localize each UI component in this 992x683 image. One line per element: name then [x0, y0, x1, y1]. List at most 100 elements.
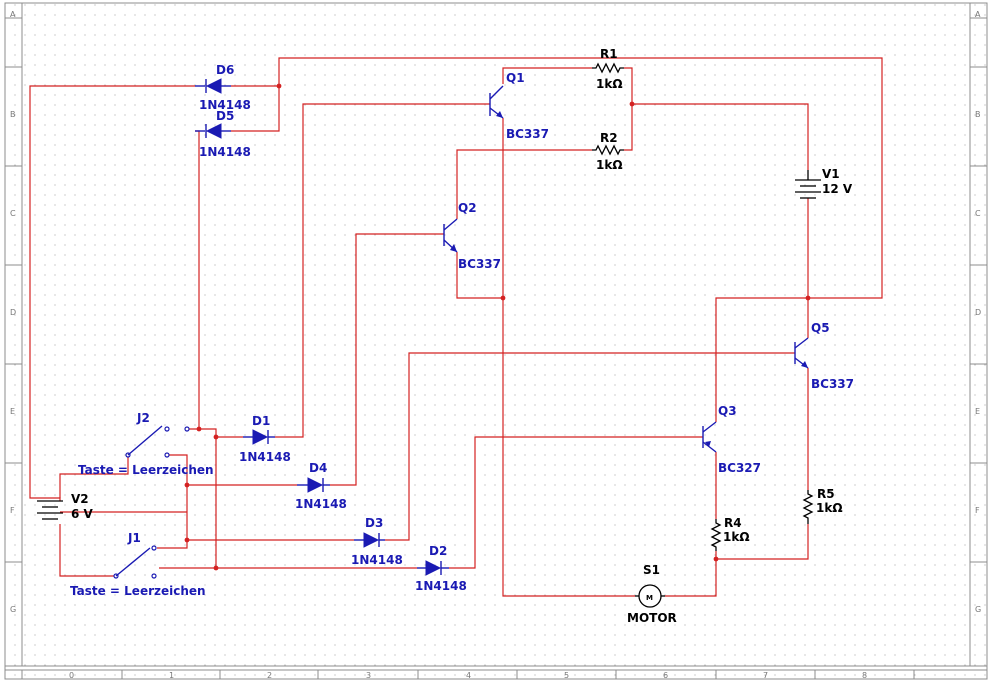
wire-q2-collector	[456, 149, 592, 219]
resistor-r5[interactable]	[802, 490, 814, 524]
column-ruler: 0 1 2 3 4 5 6 7 8	[69, 671, 867, 680]
row-label: F	[10, 506, 15, 515]
d4-model-label: 1N4148	[295, 497, 347, 511]
q1-ref-label: Q1	[506, 71, 525, 85]
column-label: 5	[564, 671, 569, 680]
diode-d4[interactable]	[297, 477, 330, 493]
junction-node	[500, 295, 506, 301]
row-ruler: A B C D E F G A B C D E F G	[10, 10, 981, 614]
column-label: 1	[169, 671, 174, 680]
transistor-q5[interactable]	[794, 337, 809, 369]
j2-ref-label: J2	[136, 411, 150, 425]
junction-node	[184, 537, 190, 543]
transistor-q2[interactable]	[443, 218, 458, 253]
wire-r2-right	[624, 104, 633, 151]
wire-v2-top	[59, 455, 129, 498]
j1-ref-label: J1	[127, 531, 141, 545]
wires	[29, 57, 883, 597]
battery-v1[interactable]	[795, 170, 821, 199]
wire-q1-emitter	[502, 118, 635, 597]
column-label: 4	[466, 671, 471, 680]
d1-model-label: 1N4148	[239, 450, 291, 464]
q2-model-label: BC337	[458, 257, 501, 271]
s1-label: MOTOR	[627, 611, 677, 625]
wire-j2-lower	[157, 454, 188, 549]
wire-q1-base	[275, 103, 490, 438]
diode-d3[interactable]	[354, 532, 385, 548]
diode-d6[interactable]	[195, 78, 231, 94]
d2-ref-label: D2	[429, 544, 447, 558]
q2-ref-label: Q2	[458, 201, 477, 215]
diode-d2[interactable]	[417, 560, 449, 576]
wire-q2-base	[330, 233, 444, 486]
d3-ref-label: D3	[365, 516, 383, 530]
column-label: 0	[69, 671, 74, 680]
v2-value-label: 6 V	[71, 507, 94, 521]
junction-node	[213, 434, 219, 440]
wire-d6-left	[29, 85, 195, 499]
row-label: F	[975, 506, 980, 515]
v1-value-label: 12 V	[822, 182, 853, 196]
row-label: A	[975, 10, 981, 19]
wire-j2-terminal	[159, 428, 217, 569]
d1-ref-label: D1	[252, 414, 270, 428]
resistor-r2[interactable]	[592, 144, 624, 156]
diode-d5[interactable]	[195, 123, 231, 139]
d5-ref-label: D5	[216, 109, 234, 123]
column-label: 8	[862, 671, 867, 680]
transistor-q3[interactable]	[702, 421, 717, 453]
wire-top-rail	[278, 57, 883, 299]
motor-symbol: M	[646, 594, 653, 602]
d4-ref-label: D4	[309, 461, 327, 475]
r1-ref-label: R1	[600, 47, 618, 61]
d6-ref-label: D6	[216, 63, 234, 77]
junction-node	[629, 101, 635, 107]
q5-ref-label: Q5	[811, 321, 830, 335]
row-label: E	[10, 407, 15, 416]
row-label: B	[975, 110, 981, 119]
r2-value-label: 1kΩ	[596, 158, 623, 172]
diode-d1[interactable]	[243, 429, 275, 445]
junction-node	[184, 482, 190, 488]
d2-model-label: 1N4148	[415, 579, 467, 593]
wire-q3-base	[449, 436, 703, 569]
wire-q3-collector	[715, 297, 808, 422]
motor-s1[interactable]: M	[635, 584, 665, 608]
wire-r5-bottom	[716, 524, 809, 560]
r2-ref-label: R2	[600, 131, 618, 145]
column-label: 7	[763, 671, 768, 680]
junction-node	[196, 426, 202, 432]
r5-value-label: 1kΩ	[816, 501, 843, 515]
column-label: 6	[663, 671, 668, 680]
row-label: C	[975, 209, 981, 218]
wire-v2-bottom	[59, 524, 116, 577]
junction-node	[276, 83, 282, 89]
resistor-r4[interactable]	[710, 519, 722, 551]
switch-j1[interactable]	[113, 545, 157, 579]
switch-j2[interactable]	[125, 425, 190, 458]
transistor-q1[interactable]	[489, 85, 504, 119]
q3-ref-label: Q3	[718, 404, 737, 418]
resistor-r1[interactable]	[592, 62, 624, 74]
v1-ref-label: V1	[822, 167, 840, 181]
d3-model-label: 1N4148	[351, 553, 403, 567]
row-label: G	[975, 605, 981, 614]
wire-q5-base	[385, 352, 795, 541]
j2-key-label: Taste = Leerzeichen	[78, 463, 214, 477]
row-label: B	[10, 110, 16, 119]
j1-key-label: Taste = Leerzeichen	[70, 584, 206, 598]
q5-model-label: BC337	[811, 377, 854, 391]
column-label: 2	[267, 671, 272, 680]
wire-q1-collector	[502, 67, 592, 84]
v2-ref-label: V2	[71, 492, 89, 506]
r1-value-label: 1kΩ	[596, 77, 623, 91]
r4-ref-label: R4	[724, 516, 742, 530]
junction-node	[213, 565, 219, 571]
battery-v2[interactable]	[37, 500, 63, 520]
d5-model-label: 1N4148	[199, 145, 251, 159]
r4-value-label: 1kΩ	[723, 530, 750, 544]
wire-d5-right	[231, 86, 280, 132]
row-label: D	[975, 308, 981, 317]
